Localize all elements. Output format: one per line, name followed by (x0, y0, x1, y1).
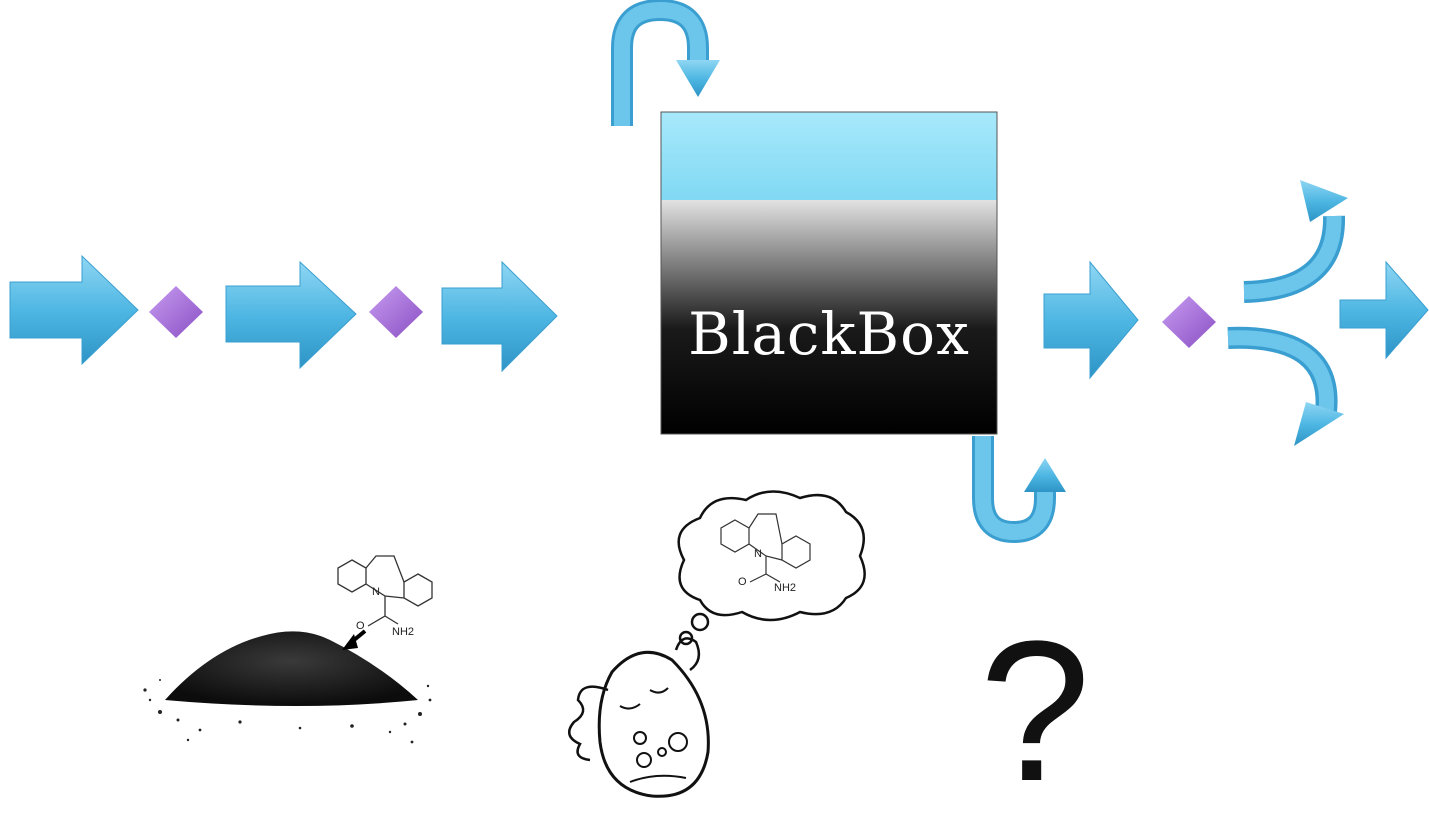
arrow-right-icon (441, 260, 558, 373)
curved-arrow-icon (1243, 180, 1348, 303)
arrow-right-icon (1043, 260, 1139, 380)
curved-arrow-icon (972, 436, 1066, 544)
blackbox (660, 111, 998, 435)
arrow-right-icon (1339, 260, 1429, 360)
arrow-right-icon (225, 260, 357, 370)
molecule-atom-o: O (356, 620, 365, 632)
diamond-icon (369, 286, 423, 338)
blackbox-label: BlackBox (688, 300, 970, 368)
molecule-atom-o: O (738, 576, 747, 588)
curved-arrow-icon (1227, 326, 1344, 446)
molecule-group-nh2: NH2 (392, 626, 415, 638)
molecule-atom-n: N (754, 548, 762, 560)
curved-arrow-icon (611, 0, 720, 126)
charcoal-pile-icon (143, 629, 432, 744)
diamond-icon (149, 286, 203, 338)
molecule-atom-n: N (372, 586, 380, 598)
diamond-icon (1162, 296, 1216, 348)
arrow-right-icon (9, 254, 139, 366)
microbe-icon (567, 637, 710, 798)
molecule-icon (337, 555, 433, 627)
molecule-group-nh2: NH2 (774, 582, 797, 594)
question-mark: ? (979, 600, 1091, 823)
thought-cloud-icon (677, 490, 866, 646)
molecule-icon (720, 513, 811, 583)
